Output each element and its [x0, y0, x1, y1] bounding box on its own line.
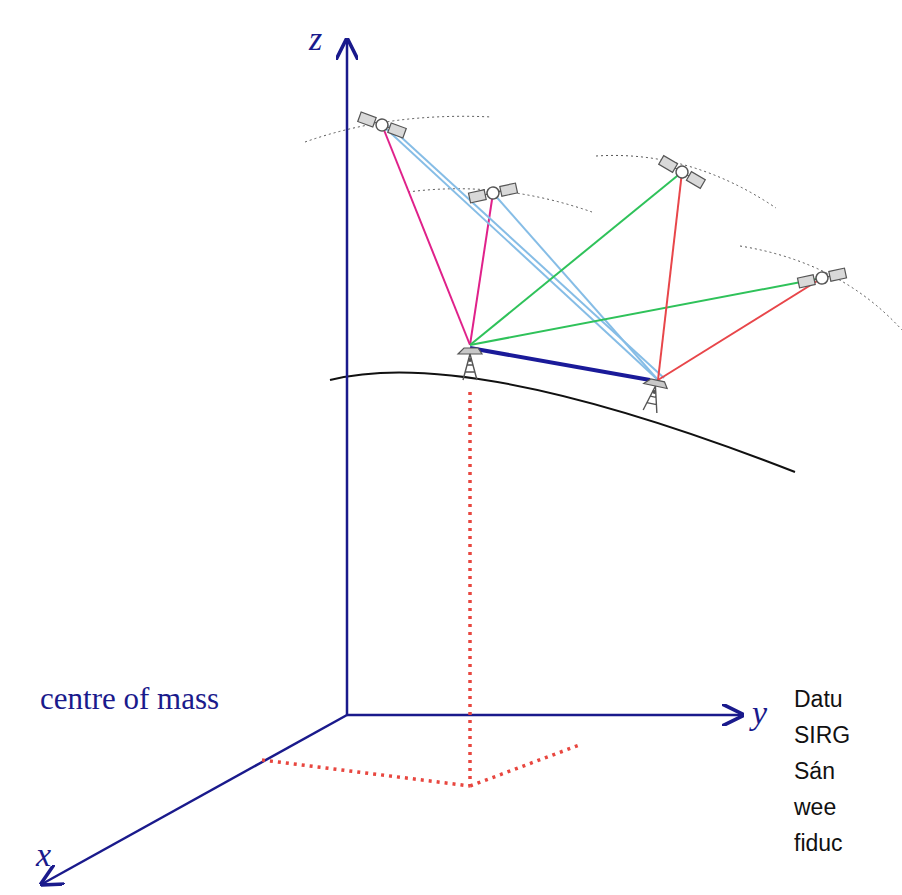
receiver-antenna	[458, 348, 668, 414]
satellite-icon	[357, 111, 846, 289]
axis-label: x	[36, 838, 51, 872]
orbit-arc	[305, 116, 902, 330]
note-text: fiduc	[794, 832, 843, 855]
signal-line	[382, 125, 822, 380]
earth-surface	[330, 372, 795, 472]
note-text: SIRG	[794, 724, 850, 747]
projection-line	[262, 392, 582, 786]
note-text: Datu	[794, 688, 843, 711]
axis-label: z	[309, 22, 322, 56]
note-text: Sán	[794, 760, 835, 783]
coordinate-axes	[42, 40, 742, 884]
note-text: wee	[794, 796, 836, 819]
baseline	[470, 348, 650, 380]
axis-label: y	[752, 696, 767, 730]
origin-label: centre of mass	[40, 683, 219, 714]
